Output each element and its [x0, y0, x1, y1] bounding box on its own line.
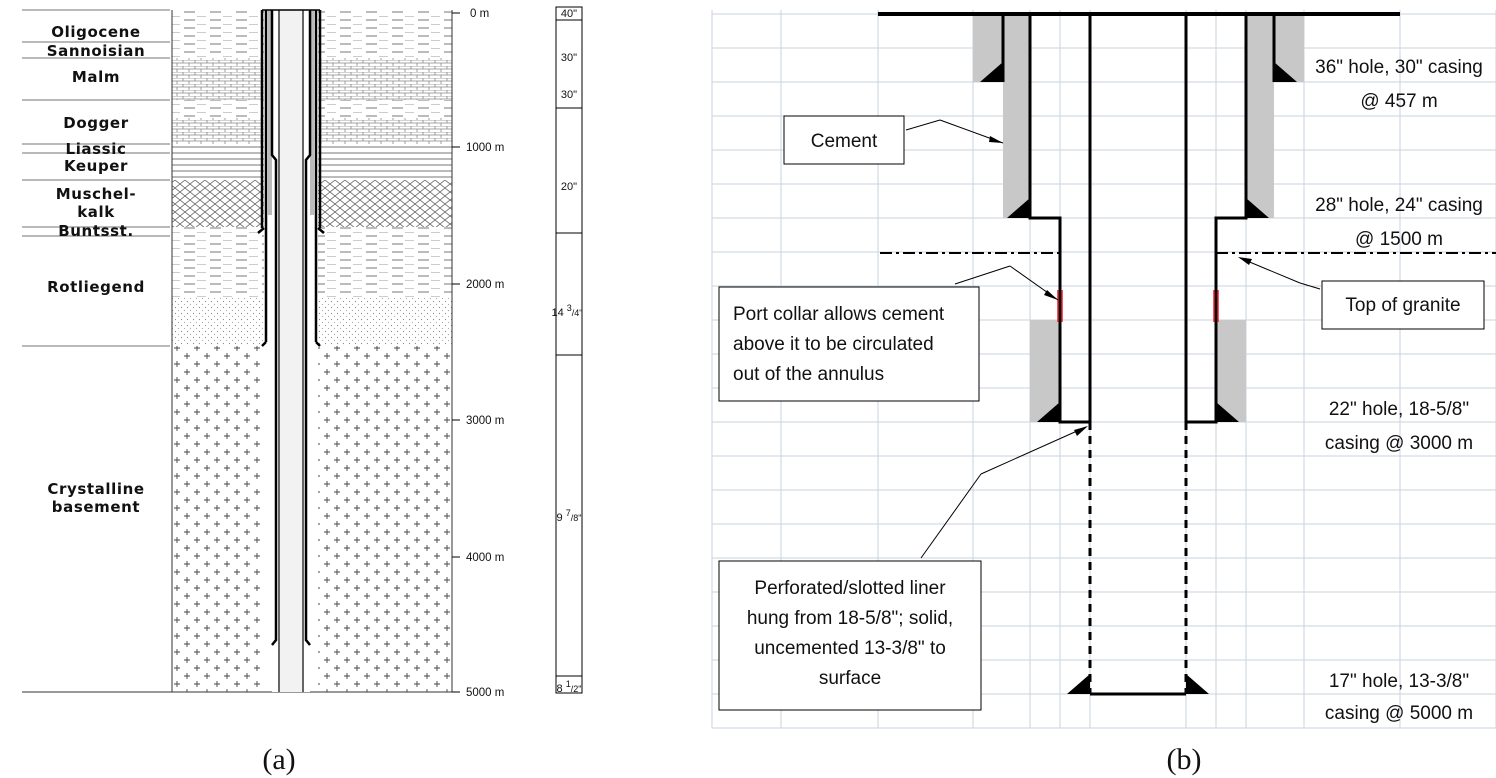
hole-size-tail: /4": [572, 308, 583, 318]
panel-b-casing-design: Cement Port collar allows cement above i…: [711, 10, 1496, 776]
callout-port-collar: Port collar allows cement above it to be…: [718, 265, 1059, 402]
hole-label: casing @ 3000 m: [1325, 433, 1473, 454]
hole-size-column: 40" 30" 30" 20" 14 3/4" 9 7/8" 8 1/2": [551, 6, 583, 695]
hole-size-main: 14: [551, 307, 566, 319]
callout-liner-line: hung from 18-5/8"; solid,: [747, 608, 953, 629]
hole-size-label: 40": [561, 8, 577, 20]
formation-boundaries: [22, 9, 170, 693]
formation-label: Oligocene: [51, 23, 140, 41]
depth-scale: [452, 12, 460, 693]
formation-label: Malm: [72, 68, 120, 86]
formation-label: Keuper: [64, 157, 128, 175]
depth-label: 1000 m: [466, 142, 504, 154]
panel-a-stratigraphic-column: Oligocene Sannoisian Malm Dogger Liassic…: [22, 6, 583, 776]
depth-label: 5000 m: [466, 687, 504, 699]
formation-label: Muschel-: [56, 185, 136, 203]
formation-label: Buntsst.: [58, 222, 134, 240]
depth-label: 0 m: [470, 8, 489, 20]
callout-liner-line: Perforated/slotted liner: [754, 578, 946, 599]
hole-size-sup: 7: [566, 508, 571, 518]
callout-cement: Cement: [783, 115, 1004, 165]
hole-size-main: 8: [557, 683, 566, 695]
caption-b: (b): [1167, 743, 1202, 776]
hole-size-label: 8 1/2": [557, 679, 582, 695]
formation-label: basement: [52, 498, 140, 516]
hole-label: 17" hole, 13-3/8": [1329, 671, 1469, 692]
formation-label: Dogger: [63, 114, 128, 132]
depth-labels: 0 m 1000 m 2000 m 3000 m 4000 m 5000 m: [466, 8, 504, 699]
hole-size-main: 9: [557, 512, 566, 524]
casing-strings: [878, 12, 1400, 696]
hole-label: 36" hole, 30" casing: [1315, 57, 1483, 78]
hole-size-label: 30": [561, 89, 577, 101]
callout-port-collar-line: out of the annulus: [733, 364, 884, 385]
hole-size-label: 20": [561, 181, 577, 193]
hole-label: @ 1500 m: [1355, 229, 1443, 250]
depth-label: 2000 m: [466, 279, 504, 291]
hole-size-tail: /8": [571, 513, 582, 523]
caption-a: (a): [262, 743, 295, 776]
callout-liner-line: surface: [819, 668, 881, 689]
hole-size-label: 30": [561, 52, 577, 64]
formation-label: Liassic: [66, 140, 127, 158]
lithology-right: [318, 10, 453, 692]
formation-label: Sannoisian: [47, 42, 146, 60]
hole-size-tail: /2": [571, 684, 582, 694]
depth-label: 4000 m: [466, 552, 504, 564]
callout-liner: Perforated/slotted liner hung from 18-5/…: [718, 426, 1088, 711]
hole-size-sup: 1: [566, 679, 571, 689]
borehole-a: [257, 9, 325, 692]
hole-size-sup: 3: [567, 303, 572, 313]
hole-label: 28" hole, 24" casing: [1315, 195, 1483, 216]
port-collar-marks: [1057, 290, 1219, 322]
formation-label: kalk: [77, 203, 115, 221]
hole-size-label: 14 3/4": [551, 303, 582, 319]
casing-shoes: [980, 62, 1297, 694]
depth-label: 3000 m: [466, 415, 504, 427]
callout-liner-line: uncemented 13-3/8" to: [754, 638, 946, 659]
callout-port-collar-line: Port collar allows cement: [733, 304, 945, 325]
lithology-left: [172, 10, 264, 692]
hole-label: casing @ 5000 m: [1325, 703, 1473, 724]
callout-granite: Top of granite: [1238, 257, 1485, 330]
formation-label: Crystalline: [47, 480, 144, 498]
cement-regions: [973, 14, 1304, 422]
callout-granite-text: Top of granite: [1345, 295, 1460, 316]
hole-casing-labels: 36" hole, 30" casing @ 457 m 28" hole, 2…: [1315, 57, 1483, 724]
callout-cement-text: Cement: [811, 131, 878, 152]
hole-size-label: 9 7/8": [557, 508, 582, 524]
formation-labels: Oligocene Sannoisian Malm Dogger Liassic…: [47, 23, 146, 516]
callout-port-collar-line: above it to be circulated: [733, 334, 934, 355]
hole-label: @ 457 m: [1360, 91, 1437, 112]
formation-label: Rotliegend: [47, 278, 145, 296]
hole-label: 22" hole, 18-5/8": [1329, 399, 1469, 420]
